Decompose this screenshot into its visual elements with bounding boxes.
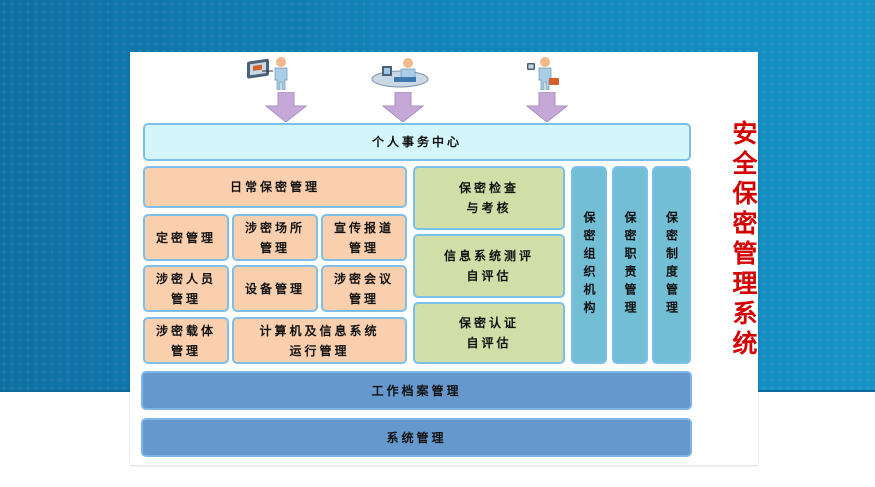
module-label: 自评估 <box>466 336 512 350</box>
system-title: 安全保密管理系统 <box>729 120 758 360</box>
module-label: 设备管理 <box>244 281 305 296</box>
architecture-diagram-card: 个人事务中心 日常保密管理 定密管理 涉密场所管理 宣传报道管理 涉密人员管理 … <box>130 52 758 465</box>
classified-media-management-module[interactable]: 涉密载体管理 <box>143 317 229 364</box>
module-label: 管理 <box>259 240 290 255</box>
module-label: 保密组织机构 <box>582 211 596 319</box>
module-label: 运行管理 <box>289 343 350 358</box>
down-arrow-icon <box>526 92 568 122</box>
module-label: 涉密会议 <box>333 271 394 286</box>
module-label: 日常保密管理 <box>229 180 320 194</box>
publicity-reporting-management-module[interactable]: 宣传报道管理 <box>321 214 407 261</box>
module-label: 系统管理 <box>386 430 447 445</box>
module-label: 涉密人员 <box>155 271 216 286</box>
module-label: 工作档案管理 <box>371 383 462 398</box>
module-label: 管理 <box>170 343 201 358</box>
module-label: 管理 <box>348 291 379 306</box>
classification-management-module[interactable]: 定密管理 <box>143 214 229 261</box>
module-label: 涉密场所 <box>244 220 305 235</box>
classified-site-management-module[interactable]: 涉密场所管理 <box>232 214 318 261</box>
module-label: 涉密载体 <box>155 323 216 338</box>
down-arrow-icon <box>265 92 307 122</box>
module-label: 保密制度管理 <box>664 211 679 319</box>
module-label: 个人事务中心 <box>371 135 462 149</box>
workstation-user-icon <box>371 58 429 88</box>
module-label: 保密职责管理 <box>623 211 637 319</box>
equipment-management-module[interactable]: 设备管理 <box>232 265 318 312</box>
system-management-module[interactable]: 系统管理 <box>141 418 692 457</box>
module-label: 宣传报道 <box>333 220 394 235</box>
module-label: 与考核 <box>466 201 512 215</box>
security-certification-self-assessment-module[interactable]: 保密认证自评估 <box>413 302 565 364</box>
presenter-icon <box>247 57 288 90</box>
module-label: 管理 <box>348 240 379 255</box>
module-label: 信息系统测评 <box>443 249 534 263</box>
briefcase-user-icon <box>527 57 559 90</box>
info-system-evaluation-module[interactable]: 信息系统测评自评估 <box>413 234 565 298</box>
security-responsibility-module[interactable]: 保密职责管理 <box>612 166 648 364</box>
module-label: 管理 <box>170 291 201 306</box>
work-archive-management-module[interactable]: 工作档案管理 <box>141 371 692 410</box>
down-arrow-icon <box>382 92 424 122</box>
security-regulation-module[interactable]: 保密制度管理 <box>652 166 691 364</box>
classified-meeting-management-module[interactable]: 涉密会议管理 <box>321 265 407 312</box>
classified-personnel-management-module[interactable]: 涉密人员管理 <box>143 265 229 312</box>
module-label: 计算机及信息系统 <box>259 323 380 338</box>
module-label: 定密管理 <box>155 230 216 245</box>
security-organization-module[interactable]: 保密组织机构 <box>571 166 607 364</box>
computer-system-operation-management-module[interactable]: 计算机及信息系统运行管理 <box>232 317 407 364</box>
module-label: 自评估 <box>466 269 512 283</box>
personal-affairs-center-module[interactable]: 个人事务中心 <box>143 123 691 161</box>
security-inspection-assessment-module[interactable]: 保密检查与考核 <box>413 166 565 230</box>
module-label: 保密检查 <box>458 181 519 195</box>
module-label: 保密认证 <box>458 316 519 330</box>
daily-security-management-header[interactable]: 日常保密管理 <box>143 166 407 208</box>
